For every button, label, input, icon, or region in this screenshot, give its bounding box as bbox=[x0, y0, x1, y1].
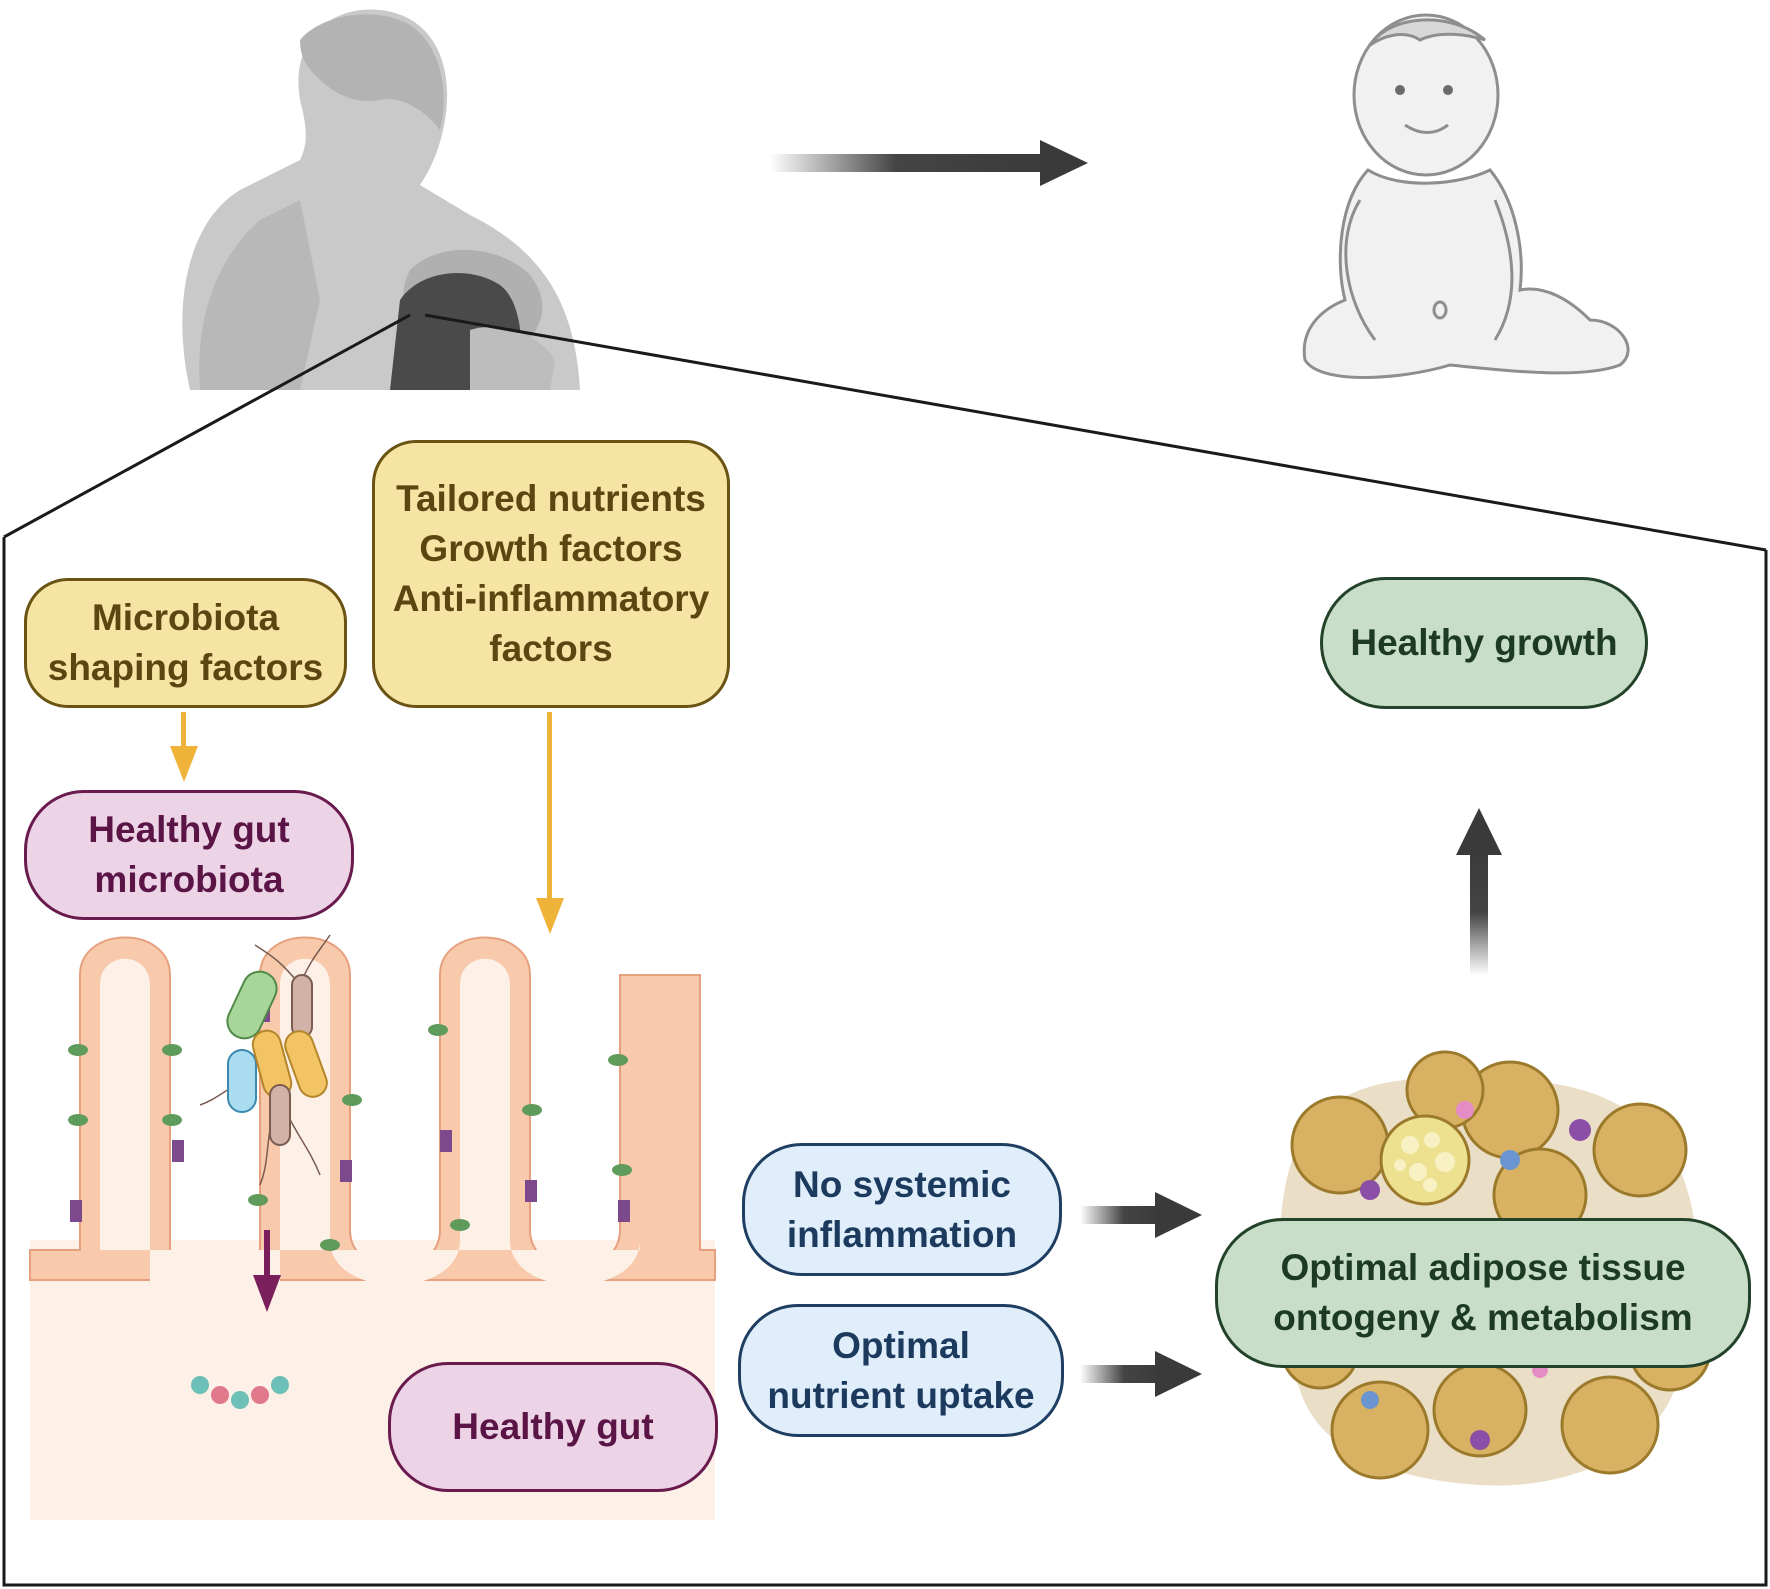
microbiota-arrow bbox=[170, 712, 198, 782]
microbiota-factors-line-2: shaping factors bbox=[47, 647, 324, 688]
infant-illustration bbox=[1302, 13, 1630, 379]
milk-components-line-3: Anti-inflammatory bbox=[392, 578, 710, 619]
adipose-line-1: Optimal adipose tissue bbox=[1280, 1247, 1686, 1288]
nutrient-uptake-line-2: nutrient uptake bbox=[767, 1374, 1035, 1416]
healthy-gut-microbiota-line-2: microbiota bbox=[94, 859, 284, 900]
healthy-gut-line-1: Healthy gut bbox=[452, 1406, 654, 1447]
healthy-gut-microbiota-line-1: Healthy gut bbox=[88, 809, 290, 850]
bacteria-icon bbox=[199, 934, 331, 1186]
adipose-box: Optimal adipose tissue ontogeny & metabo… bbox=[1215, 1218, 1751, 1368]
milk-components-line-2: Growth factors bbox=[419, 528, 683, 569]
healthy-gut-box: Healthy gut bbox=[388, 1362, 718, 1492]
top-arrow bbox=[770, 140, 1088, 186]
milk-components-box: Tailored nutrients Growth factors Anti-i… bbox=[372, 440, 730, 708]
healthy-growth-line-1: Healthy growth bbox=[1350, 622, 1618, 663]
microbiota-factors-box: Microbiota shaping factors bbox=[24, 578, 347, 708]
microbiota-factors-line-1: Microbiota bbox=[91, 597, 280, 638]
nutrient-uptake-box: Optimal nutrient uptake bbox=[738, 1304, 1064, 1437]
uptake-arrow bbox=[1080, 1351, 1202, 1397]
no-inflammation-box: No systemic inflammation bbox=[742, 1143, 1062, 1276]
purple-arrow bbox=[253, 1230, 281, 1312]
nutrients-arrow bbox=[536, 712, 564, 934]
healthy-growth-box: Healthy growth bbox=[1320, 577, 1648, 709]
milk-components-line-4: factors bbox=[489, 628, 613, 669]
milk-components-line-1: Tailored nutrients bbox=[396, 478, 706, 519]
adipose-line-2: ontogeny & metabolism bbox=[1273, 1297, 1693, 1338]
healthy-gut-microbiota-box: Healthy gut microbiota bbox=[24, 790, 354, 920]
mother-illustration bbox=[182, 9, 580, 390]
zoom-frame bbox=[2, 313, 1768, 1587]
no-inflammation-line-2: inflammation bbox=[786, 1213, 1018, 1255]
crypt-cells bbox=[191, 1376, 289, 1409]
nutrient-uptake-line-1: Optimal bbox=[832, 1324, 970, 1366]
inflammation-arrow bbox=[1080, 1192, 1202, 1238]
growth-arrow bbox=[1456, 808, 1502, 975]
no-inflammation-line-1: No systemic bbox=[793, 1163, 1011, 1205]
